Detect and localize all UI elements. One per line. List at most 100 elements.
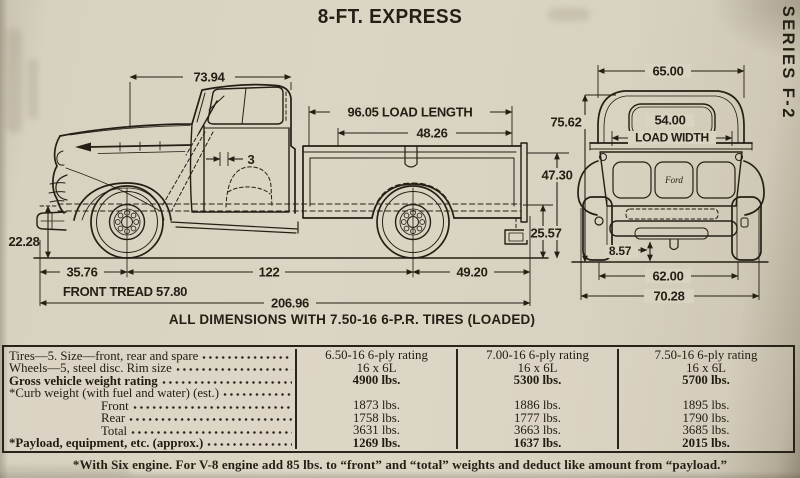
door-swing-dashed: [161, 131, 214, 211]
row-label-cell: Rear: [4, 411, 297, 425]
paper-smudge: [6, 28, 22, 133]
dim-door-gap: 3: [248, 152, 255, 167]
table-row: Wheels—5, steel disc. Rim size 16 x 6L 1…: [4, 360, 793, 375]
page-title: 8-FT. EXPRESS: [317, 6, 463, 28]
cab-body: [36, 83, 299, 234]
dim-bed-floor-height: 25.57: [530, 226, 561, 241]
row-label: Rear: [101, 411, 126, 425]
seat-outline-dashed: [225, 166, 273, 208]
dim-load-width-label: LOAD WIDTH: [635, 131, 709, 145]
dim-front-tread: FRONT TREAD 57.80: [63, 284, 187, 299]
row-value-col2: 1886 lbs.: [458, 399, 619, 412]
left-rear-fender: [577, 160, 599, 216]
tail-light: [594, 216, 604, 226]
rear-fender: [371, 183, 455, 219]
table-row: Front 1873 lbs. 1886 lbs. 1895 lbs.: [4, 399, 793, 412]
row-value-col3: 5700 lbs.: [682, 373, 730, 387]
rear-view-dimensions: 65.00 75.62 54.00 LOAD WIDTH 8.57 62.00 …: [545, 64, 760, 304]
row-label-cell: *Payload, equipment, etc. (approx.): [4, 436, 297, 450]
dimensions-note: ALL DIMENSIONS WITH 7.50-16 6-P.R. TIRES…: [169, 312, 535, 327]
step-plate-dashed: [625, 208, 719, 220]
row-value-col1: 1758 lbs.: [297, 411, 458, 424]
row-value-col1: 3631 lbs.: [297, 424, 458, 437]
row-value-col2: 5300 lbs.: [458, 374, 619, 387]
dim-hitch-height: 8.57: [609, 244, 632, 258]
row-value-col2: [458, 386, 619, 399]
dot-leader: [202, 354, 292, 360]
right-rear-tire: [731, 196, 762, 261]
stake-pocket: [404, 145, 418, 168]
tailgate: [599, 151, 743, 207]
right-rear-fender: [743, 160, 765, 216]
page-edge-shadow: [0, 471, 800, 478]
row-value-col1: 4900 lbs.: [297, 374, 458, 387]
dim-bed-side-height: 47.30: [541, 168, 572, 183]
row-value-col3: 1790 lbs.: [682, 410, 730, 425]
tailgate-edge: [520, 142, 528, 223]
row-label: Total: [101, 423, 128, 438]
row-label-cell: Total: [4, 424, 297, 437]
dot-leader: [131, 429, 292, 435]
footnote: *With Six engine. For V-8 engine add 85 …: [72, 457, 728, 472]
dot-leader: [175, 367, 292, 372]
row-value-col3: 7.50-16 6-ply rating: [654, 348, 758, 362]
row-label-cell: Gross vehicle weight rating: [4, 374, 297, 387]
page-edge-shadow: [0, 0, 8, 478]
row-label: Wheels—5, steel disc. Rim size: [9, 361, 172, 375]
dim-overall-height: 75.62: [550, 115, 581, 130]
truck-rear-view: Ford: [571, 90, 769, 263]
dim-bumper-to-axle: 35.76: [66, 265, 97, 280]
tailgate-latch: [599, 153, 607, 161]
spec-table: Tires—5. Size—front, rear and spare 6.50…: [2, 345, 795, 453]
row-label: *Payload, equipment, etc. (approx.): [9, 436, 204, 450]
door-window: [207, 86, 284, 125]
table-row: Tires—5. Size—front, rear and spare 6.50…: [4, 349, 793, 362]
grille-bars: [48, 182, 66, 203]
paper-smudge: [548, 8, 590, 21]
row-value-col3: 16 x 6L: [686, 360, 726, 375]
running-board: [170, 221, 299, 234]
table-row: Total 3631 lbs. 3663 lbs. 3685 lbs.: [4, 424, 793, 437]
row-label-cell: Front: [4, 399, 297, 412]
front-bumper: [36, 211, 67, 231]
row-label-cell: Tires—5. Size—front, rear and spare: [4, 349, 297, 362]
dim-overall-length: 206.96: [271, 296, 309, 311]
paper-smudge: [28, 58, 38, 120]
dot-leader: [207, 442, 292, 447]
series-label: SERIES F-2: [779, 5, 798, 120]
tailgate-badge: Ford: [664, 175, 683, 185]
page-edge-shadow: [710, 0, 800, 60]
steering-column: [198, 100, 218, 134]
dim-load-width-value: 54.00: [654, 113, 685, 128]
row-value-col1: 1873 lbs.: [297, 399, 458, 412]
row-label-cell: *Curb weight (with fuel and water) (est.…: [4, 386, 297, 399]
dim-cab-length: 73.94: [193, 70, 225, 85]
row-value-col1: 16 x 6L: [297, 361, 458, 374]
row-value-col3: 2015 lbs.: [682, 435, 730, 450]
tailgate-latch: [735, 153, 743, 161]
hood-spear-trim: [75, 142, 91, 152]
dim-rear-overhang: 49.20: [456, 265, 487, 280]
dot-leader: [129, 417, 292, 422]
row-value-col2: 1777 lbs.: [458, 411, 619, 424]
dot-leader: [223, 392, 292, 397]
hood-crease: [69, 125, 191, 136]
cab-rear-outline: [597, 90, 745, 144]
row-value-col2: 16 x 6L: [458, 361, 619, 374]
vent-window-divider: [241, 87, 247, 125]
row-label: Front: [101, 398, 129, 413]
row-label: Gross vehicle weight rating: [9, 373, 158, 388]
table-row: *Curb weight (with fuel and water) (est.…: [4, 386, 793, 399]
row-value-col3: 1895 lbs.: [682, 398, 730, 412]
row-value-col2: 1637 lbs.: [458, 436, 619, 449]
rear-bumperette: [504, 229, 528, 245]
dim-cab-width: 65.00: [652, 64, 683, 79]
row-label: Tires—5. Size—front, rear and spare: [9, 348, 199, 363]
wheelhouse-dashed: [373, 182, 453, 211]
row-value-col1: 6.50-16 6-ply rating: [297, 349, 458, 362]
pickup-bed: [302, 142, 528, 245]
dim-frame-height: 22.28: [8, 234, 39, 249]
row-value-col3: 3685 lbs.: [682, 423, 730, 437]
table-row: Gross vehicle weight rating 4900 lbs. 53…: [4, 374, 793, 387]
